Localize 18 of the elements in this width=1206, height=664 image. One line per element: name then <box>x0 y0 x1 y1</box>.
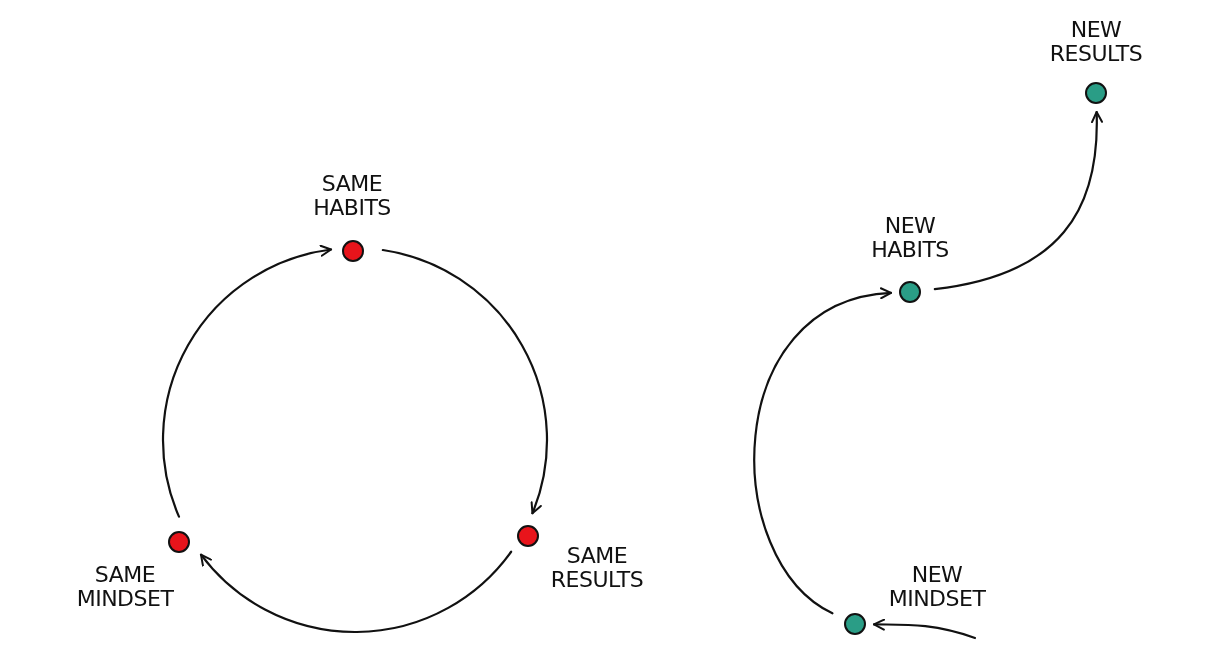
node-label: NEW HABITS <box>870 214 950 262</box>
arrow <box>381 248 549 515</box>
dot-marker <box>1085 82 1107 104</box>
node-label: SAME MINDSET <box>75 563 175 611</box>
node-label: SAME HABITS <box>312 172 392 220</box>
dot-marker <box>844 613 866 635</box>
node-label: SAME RESULTS <box>549 544 645 592</box>
node-label: NEW RESULTS <box>1048 18 1144 66</box>
dot-marker <box>899 281 921 303</box>
arrow <box>753 288 893 615</box>
arrow <box>199 550 513 633</box>
dot-marker <box>342 240 364 262</box>
dot-marker <box>168 531 190 553</box>
arrow <box>933 110 1103 291</box>
arrow <box>162 245 333 518</box>
node-label: NEW MINDSET <box>887 563 987 611</box>
dot-marker <box>517 525 539 547</box>
arrow <box>872 618 977 640</box>
